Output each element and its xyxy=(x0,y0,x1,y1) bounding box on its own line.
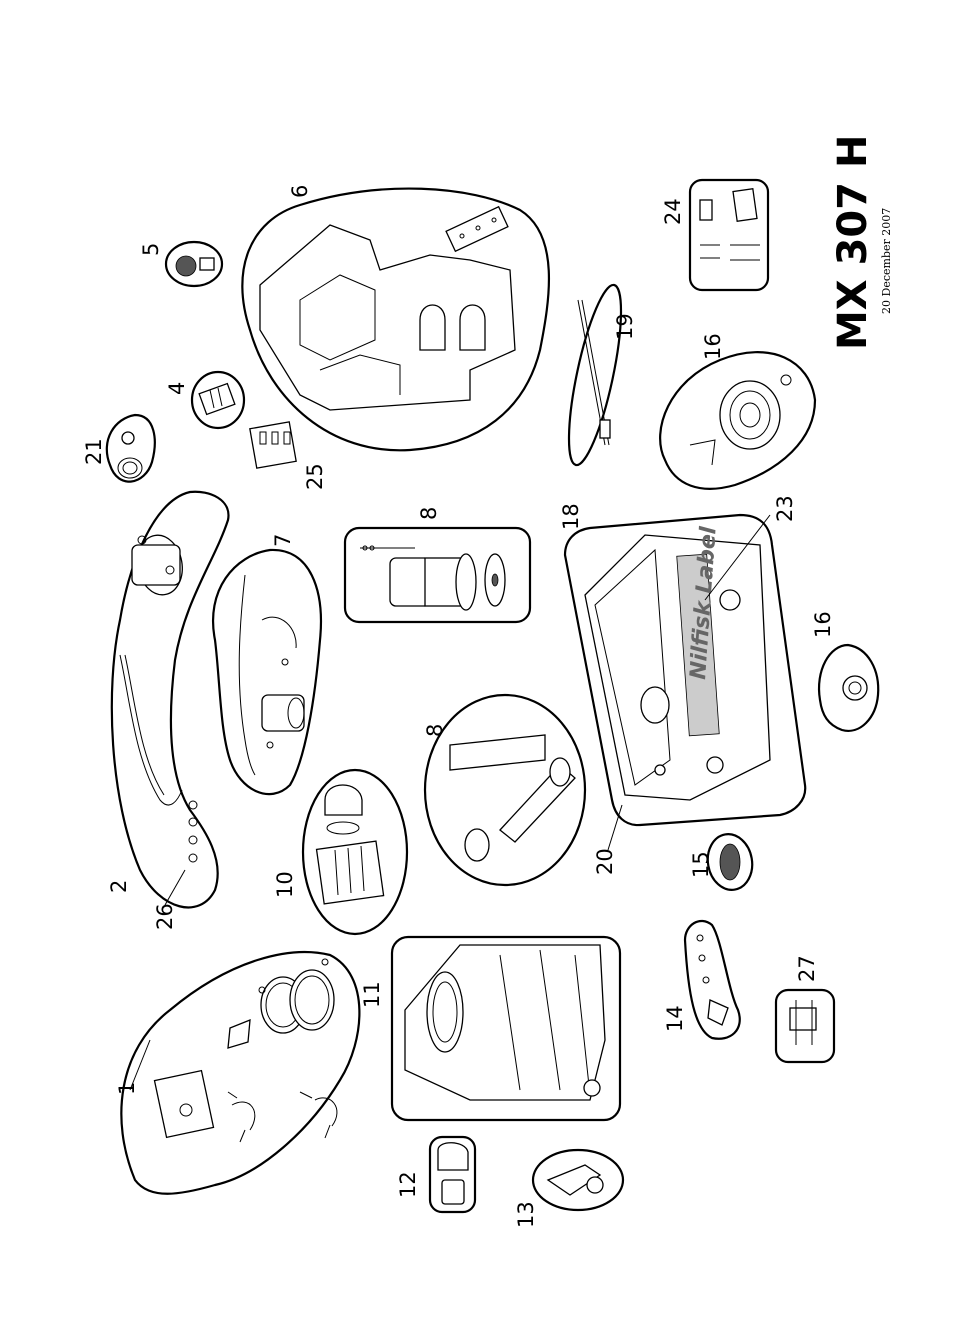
drawing-title: MX 307 H xyxy=(830,135,876,350)
callout-7: 7 xyxy=(271,534,295,547)
part-group-4 xyxy=(190,370,246,430)
part-group-2 xyxy=(110,490,230,909)
callout-5: 5 xyxy=(139,243,163,256)
part-group-1 xyxy=(120,951,361,1195)
callout-15: 15 xyxy=(689,851,713,878)
callout-24: 24 xyxy=(661,198,685,225)
title-block: MX 307 H 20 December 2007 xyxy=(830,135,893,350)
callout-26: 26 xyxy=(153,903,177,930)
part-group-12 xyxy=(428,1135,477,1214)
callout-8-hose: 8 xyxy=(423,724,447,737)
callout-16-large: 16 xyxy=(701,333,725,360)
part-group-25 xyxy=(249,421,297,469)
part-group-13 xyxy=(531,1148,625,1212)
part-group-27 xyxy=(774,988,836,1064)
callout-4: 4 xyxy=(165,382,189,395)
callout-12: 12 xyxy=(396,1171,420,1198)
part-group-21 xyxy=(105,413,156,483)
callout-1: 1 xyxy=(115,1082,139,1095)
callout-20: 20 xyxy=(593,848,617,875)
part-group-7 xyxy=(212,548,322,796)
callout-14: 14 xyxy=(663,1005,687,1032)
callout-23: 23 xyxy=(773,495,797,522)
part-group-5 xyxy=(164,240,224,288)
part-group-18: Nilfisk Label xyxy=(563,513,807,827)
callout-13: 13 xyxy=(514,1201,538,1228)
callout-18: 18 xyxy=(559,503,583,530)
part-group-16-small xyxy=(817,643,880,732)
part-group-16-large xyxy=(659,351,817,490)
callout-10: 10 xyxy=(273,871,297,898)
part-group-11 xyxy=(390,935,622,1122)
part-group-10 xyxy=(301,768,409,936)
part-group-14 xyxy=(683,919,741,1040)
part-group-24 xyxy=(688,178,770,292)
callout-6: 6 xyxy=(288,185,312,198)
part-group-8-hose xyxy=(423,693,587,887)
part-group-15 xyxy=(706,833,754,891)
callout-16-small: 16 xyxy=(811,611,835,638)
drawing-date: 20 December 2007 xyxy=(880,208,893,314)
callout-19: 19 xyxy=(613,313,637,340)
part-group-6 xyxy=(241,187,551,452)
callout-21: 21 xyxy=(82,438,106,465)
callout-25: 25 xyxy=(303,463,327,490)
part-group-8-motor xyxy=(343,526,532,624)
callout-27: 27 xyxy=(795,955,819,982)
callout-11: 11 xyxy=(360,981,384,1008)
callout-8-motor: 8 xyxy=(417,507,441,520)
part-group-19 xyxy=(567,283,623,467)
callout-2: 2 xyxy=(107,880,131,893)
